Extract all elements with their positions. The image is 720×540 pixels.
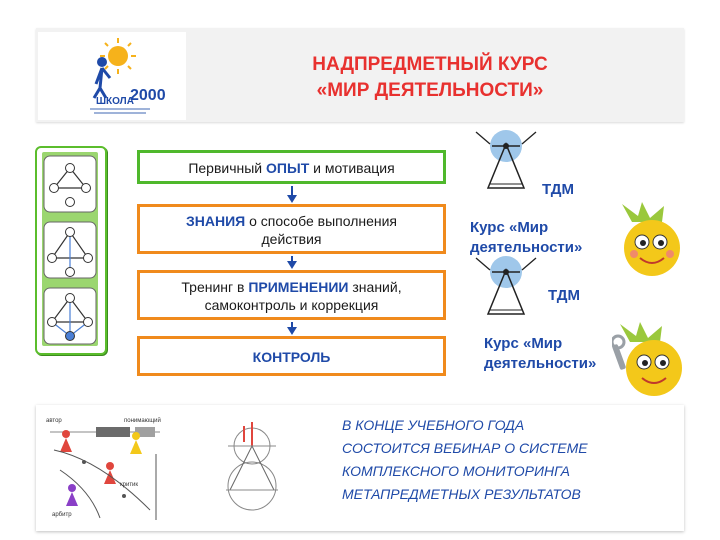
stage-3-post: знаний,	[348, 279, 402, 295]
arrow-down-icon	[287, 195, 297, 203]
arbiter-figure-icon	[66, 484, 78, 506]
stage-3-highlight: ПРИМЕНЕНИИ	[248, 279, 349, 295]
triangle-diagrams	[43, 155, 97, 345]
understanding-figure-icon	[130, 432, 142, 454]
school-2000-logo: ШКОЛА 2000	[38, 32, 186, 120]
stage-control: КОНТРОЛЬ	[137, 336, 446, 376]
announcement-line-3: КОМПЛЕКСНОГО МОНИТОРИНГА	[342, 463, 570, 479]
arrow-2-stem	[291, 256, 293, 262]
mascot-icon	[622, 202, 680, 276]
stage-2-line2: действия	[261, 231, 322, 247]
role-arbiter-label: арбитр	[52, 512, 72, 518]
stage-application: Тренинг в ПРИМЕНЕНИИ знаний, самоконтрол…	[137, 270, 446, 320]
announcement-line-4: МЕТАПРЕДМЕТНЫХ РЕЗУЛЬТАТОВ	[342, 486, 581, 502]
course-2-line-2: деятельности»	[484, 355, 597, 372]
stage-knowledge: ЗНАНИЯ о способе выполнения действия	[137, 204, 446, 254]
stage-2-highlight: ЗНАНИЯ	[185, 213, 246, 229]
triangle-diagram-3	[43, 287, 97, 345]
child-figure-icon	[92, 57, 112, 99]
title-line-2: «МИР ДЕЯТЕЛЬНОСТИ»	[316, 80, 544, 101]
tdm-label-1: ТДМ	[542, 181, 574, 198]
course-label-2: Курс «Мир деятельности»	[484, 334, 596, 374]
roles-diagram	[50, 427, 160, 520]
logo-graphic: ШКОЛА 2000	[90, 38, 166, 114]
stage-4-highlight: КОНТРОЛЬ	[252, 349, 331, 365]
arrow-1-stem	[291, 186, 293, 196]
bottom-panel	[36, 405, 684, 531]
webinar-announcement: В КОНЦЕ УЧЕБНОГО ГОДА СОСТОИТСЯ ВЕБИНАР …	[342, 414, 672, 506]
arrow-down-icon	[287, 327, 297, 335]
role-critic-label: критик	[120, 482, 139, 488]
sun-icon	[100, 38, 136, 74]
stage-3-pre: Тренинг в	[181, 279, 249, 295]
tdm-diagram-2	[475, 256, 537, 315]
stage-1-highlight: ОПЫТ	[266, 160, 310, 176]
announcement-line-2: СОСТОИТСЯ ВЕБИНАР О СИСТЕМЕ	[342, 440, 588, 456]
svg-text:2000: 2000	[130, 87, 166, 104]
course-1-line-2: деятельности»	[470, 239, 583, 256]
svg-text:ШКОЛА: ШКОЛА	[96, 96, 134, 107]
arrow-3-stem	[291, 322, 293, 328]
tdm-diagram-1	[475, 130, 537, 189]
title-line-1: НАДПРЕДМЕТНЫЙ КУРС	[312, 54, 548, 75]
stage-1-pre: Первичный	[188, 160, 267, 176]
page-title: НАДПРЕДМЕТНЫЙ КУРС «МИР ДЕЯТЕЛЬНОСТИ»	[220, 52, 640, 104]
author-figure-icon	[60, 430, 72, 452]
course-label-1: Курс «Мир деятельности»	[470, 218, 582, 258]
course-1-line-1: Курс «Мир	[470, 219, 549, 236]
role-author-label: автор	[46, 418, 62, 424]
circle-triangle-diagram	[226, 422, 278, 511]
stage-experience: Первичный ОПЫТ и мотивация	[137, 150, 446, 184]
triangle-diagram-2	[43, 221, 97, 279]
stage-1-post: и мотивация	[309, 160, 395, 176]
announcement-line-1: В КОНЦЕ УЧЕБНОГО ГОДА	[342, 417, 525, 433]
mascot-with-wrench-icon	[612, 322, 682, 396]
critic-figure-icon	[104, 462, 116, 484]
triangle-diagram-1	[43, 155, 97, 213]
course-2-line-1: Курс «Мир	[484, 335, 563, 352]
arrow-down-icon	[287, 261, 297, 269]
role-understanding-label: понимающий	[124, 418, 161, 424]
stage-3-line2: самоконтроль и коррекция	[204, 297, 379, 313]
stage-2-post: о способе выполнения	[245, 213, 398, 229]
tdm-label-2: ТДМ	[548, 287, 580, 304]
